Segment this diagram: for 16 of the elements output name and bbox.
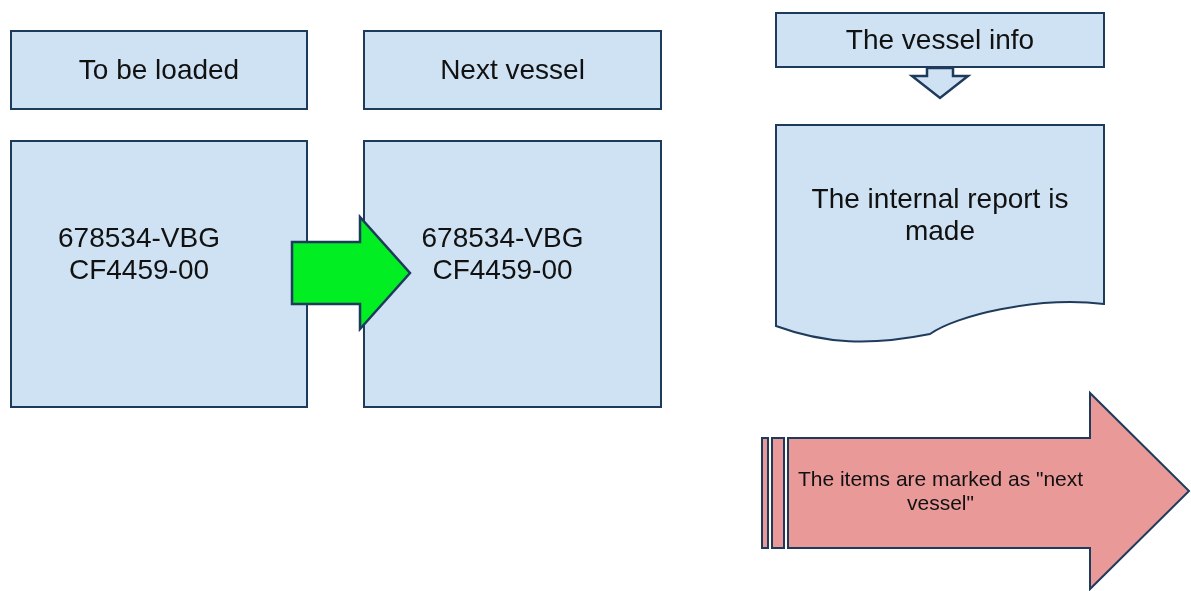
node-label: Next vessel — [440, 53, 585, 87]
node-label: To be loaded — [78, 53, 240, 87]
node-label: The items are marked as "next vessel" — [796, 466, 1085, 516]
node-label: 678534-VBG — [58, 221, 220, 254]
process-box — [10, 30, 308, 110]
process-box — [10, 140, 308, 408]
node-label: CF4459-00 — [432, 254, 573, 287]
block-arrow — [290, 213, 412, 333]
block-arrow — [908, 66, 972, 100]
process-box — [363, 30, 662, 110]
node-label: The internal report is made — [810, 182, 1070, 248]
node-label: The vessel info — [845, 23, 1035, 57]
process-box — [775, 12, 1105, 68]
node-label: 678534-VBG — [421, 221, 584, 254]
process-box — [363, 140, 662, 408]
node-label: CF4459-00 — [68, 254, 210, 287]
